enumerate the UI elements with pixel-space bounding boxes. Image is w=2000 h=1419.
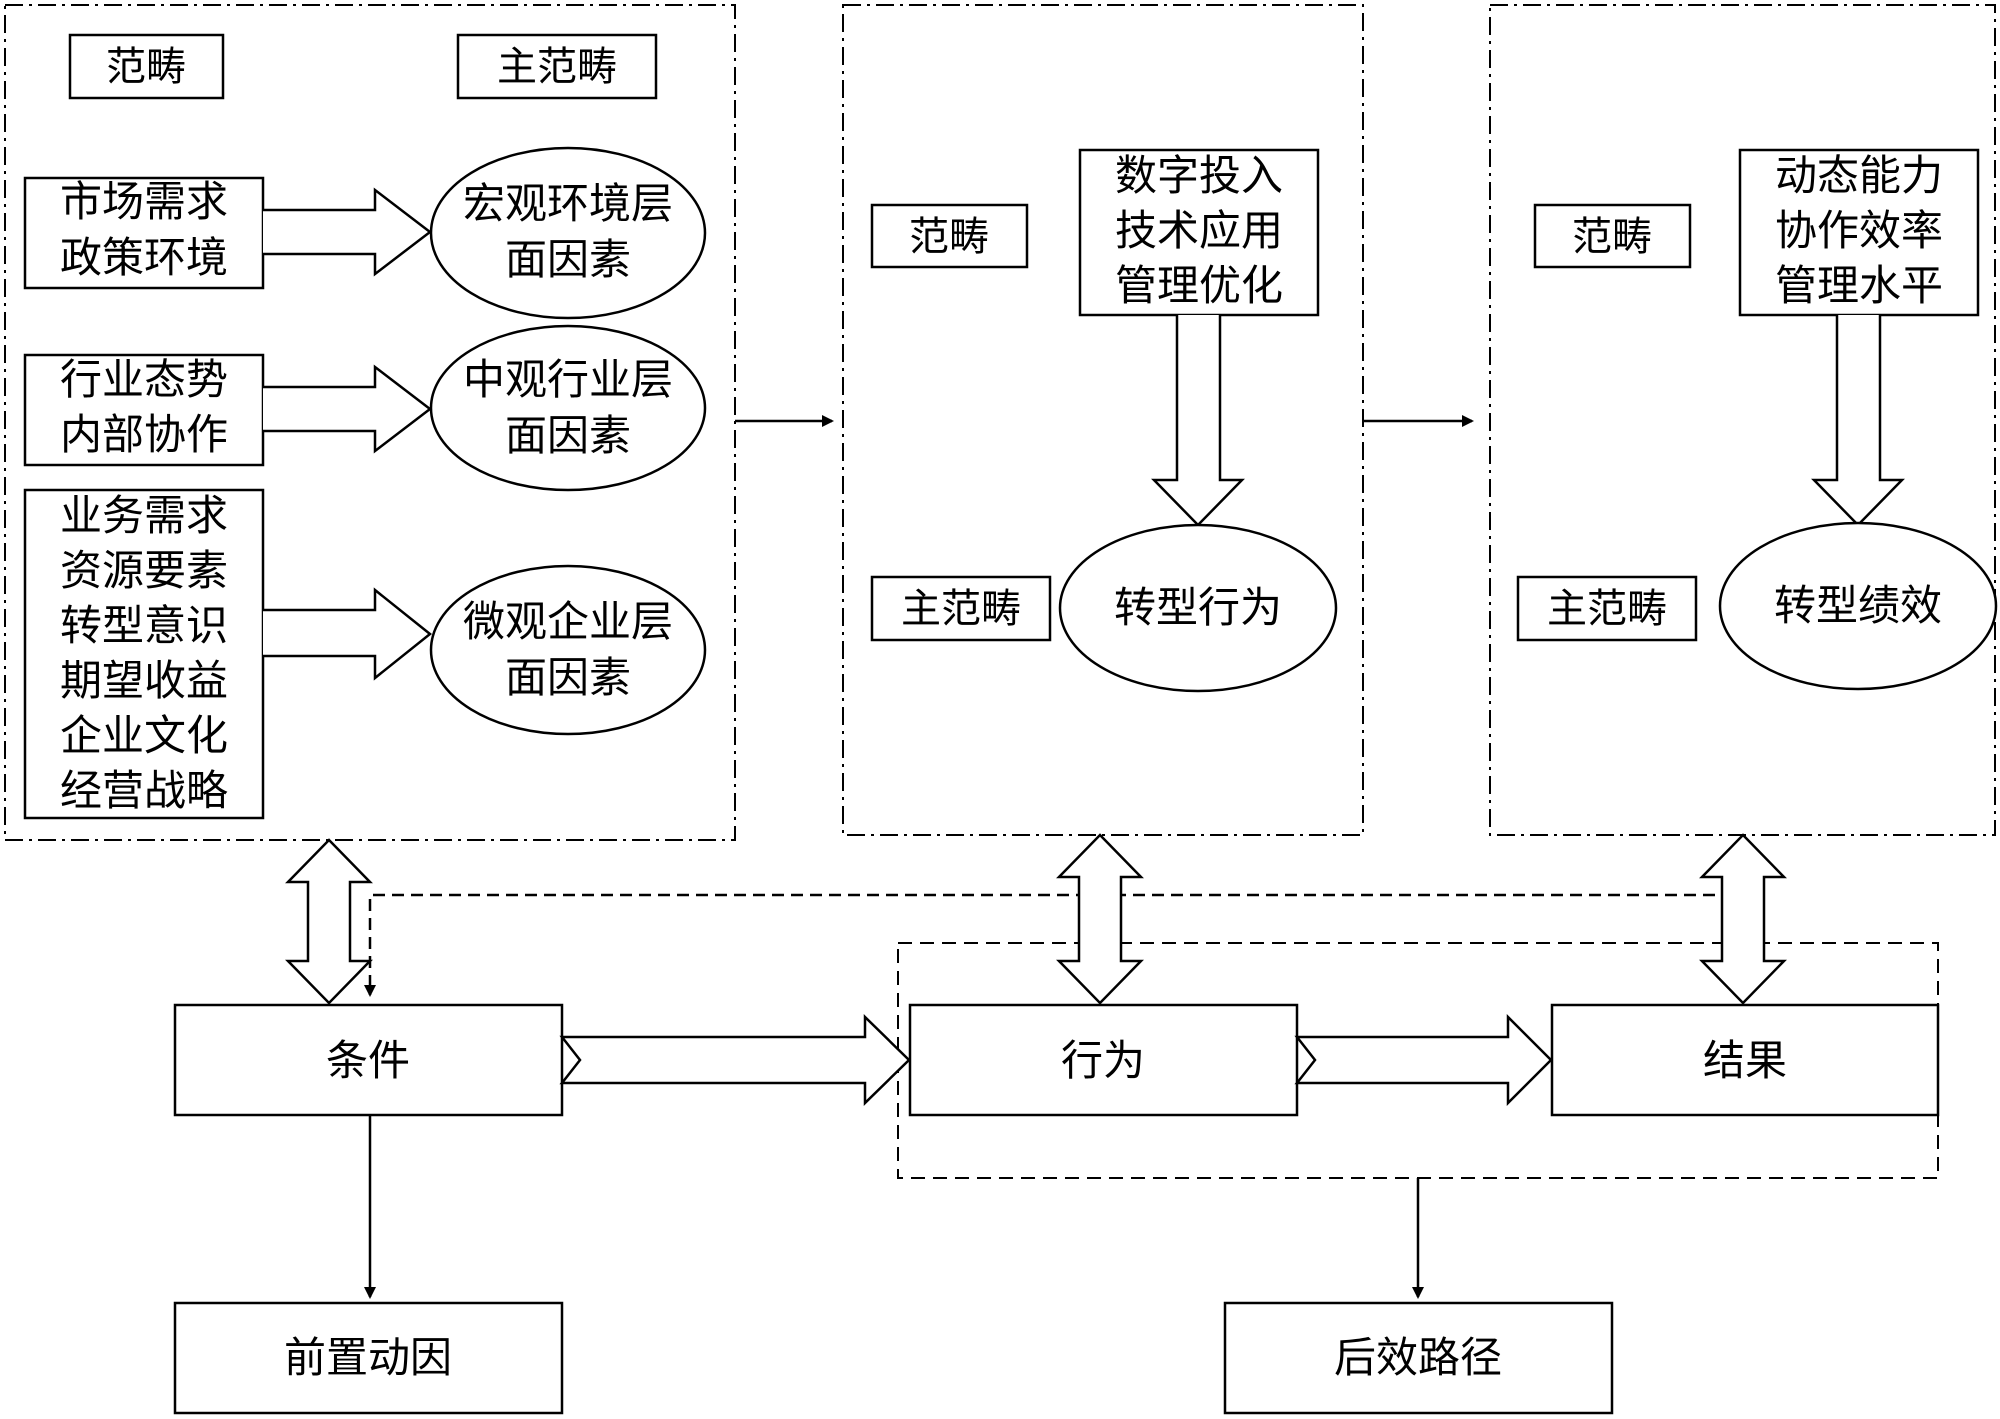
micro-factor-ellipse: [429, 564, 707, 736]
micro-input-5: 企业文化: [60, 711, 228, 760]
meso-factor-line-1: 中观行业层: [463, 355, 673, 404]
behavior-category-label: 范畴: [909, 214, 989, 260]
macro-input-2: 政策环境: [60, 233, 228, 282]
performance-down-hollow-arrow: [1811, 315, 1905, 527]
category-header-label: 范畴: [106, 44, 186, 90]
meso-input-2: 内部协作: [60, 410, 228, 459]
performance-category-label: 范畴: [1572, 214, 1652, 260]
category-header-box: [68, 33, 225, 100]
consequence-label: 后效路径: [1334, 1333, 1502, 1382]
antecedent-label: 前置动因: [284, 1333, 452, 1382]
performance-main-category-label: 主范畴: [1547, 586, 1667, 632]
behavior-box: [908, 1003, 1299, 1117]
behavior-to-result-hollow-arrow: [1294, 1013, 1553, 1107]
behavior-main-label: 转型行为: [1114, 583, 1282, 632]
result-double-arrow: [1699, 833, 1787, 1005]
performance-item-2: 协作效率: [1775, 206, 1943, 255]
behavior-category-box: [870, 203, 1029, 269]
condition-label: 条件: [326, 1036, 410, 1085]
macro-factor-line-2: 面因素: [505, 235, 631, 284]
main-category-header-box: [456, 33, 658, 100]
behavior-main-category-label: 主范畴: [901, 586, 1021, 632]
performance-category-box: [1533, 203, 1692, 269]
consequence-box: [1223, 1301, 1614, 1415]
behavior-item-2: 技术应用: [1115, 206, 1283, 255]
micro-input-6: 经营战略: [60, 766, 228, 815]
micro-input-3: 转型意识: [60, 601, 228, 650]
behavior-items-box: [1078, 148, 1320, 317]
macro-input-1: 市场需求: [60, 177, 228, 226]
meso-factor-ellipse: [429, 324, 707, 492]
performance-item-3: 管理水平: [1775, 261, 1943, 310]
macro-hollow-arrow: [263, 187, 433, 277]
behavior-main-category-box: [870, 575, 1052, 642]
antecedent-box: [173, 1301, 564, 1415]
result-label: 结果: [1703, 1036, 1787, 1085]
performance-main-label: 转型绩效: [1774, 581, 1942, 630]
behavior-item-1: 数字投入: [1115, 151, 1283, 200]
micro-input-2: 资源要素: [60, 546, 228, 595]
behavior-main-ellipse: [1058, 523, 1338, 693]
micro-hollow-arrow: [263, 587, 433, 681]
micro-input-4: 期望收益: [60, 656, 228, 705]
condition-to-behavior-hollow-arrow: [559, 1014, 911, 1106]
main-category-header-label: 主范畴: [497, 44, 617, 90]
performance-main-category-box: [1516, 575, 1698, 642]
micro-factor-line-1: 微观企业层: [463, 597, 673, 646]
feedback-dashed-line: [364, 893, 1745, 1000]
behavior-down-hollow-arrow: [1151, 315, 1245, 527]
macro-factor-ellipse: [429, 146, 707, 320]
condition-double-arrow: [285, 838, 373, 1005]
behavior-double-arrow: [1056, 833, 1144, 1005]
performance-main-ellipse: [1718, 521, 1998, 691]
meso-factor-line-2: 面因素: [505, 411, 631, 460]
behavior-panel-frame: [842, 4, 1364, 836]
performance-item-1: 动态能力: [1775, 151, 1943, 200]
micro-inputs-box: [23, 488, 265, 820]
micro-factor-line-2: 面因素: [505, 653, 631, 702]
macro-factor-line-1: 宏观环境层: [463, 179, 673, 228]
condition-box: [173, 1003, 564, 1117]
meso-inputs-box: [23, 353, 265, 467]
condition-panel-frame: [4, 4, 736, 841]
behavior-item-3: 管理优化: [1115, 261, 1283, 310]
meso-hollow-arrow: [263, 364, 433, 454]
result-box: [1550, 1003, 1940, 1117]
behavior-label: 行为: [1061, 1036, 1145, 1085]
meso-input-1: 行业态势: [60, 355, 228, 404]
performance-items-box: [1738, 148, 1980, 317]
performance-panel-frame: [1489, 4, 1996, 836]
micro-input-1: 业务需求: [60, 491, 228, 540]
